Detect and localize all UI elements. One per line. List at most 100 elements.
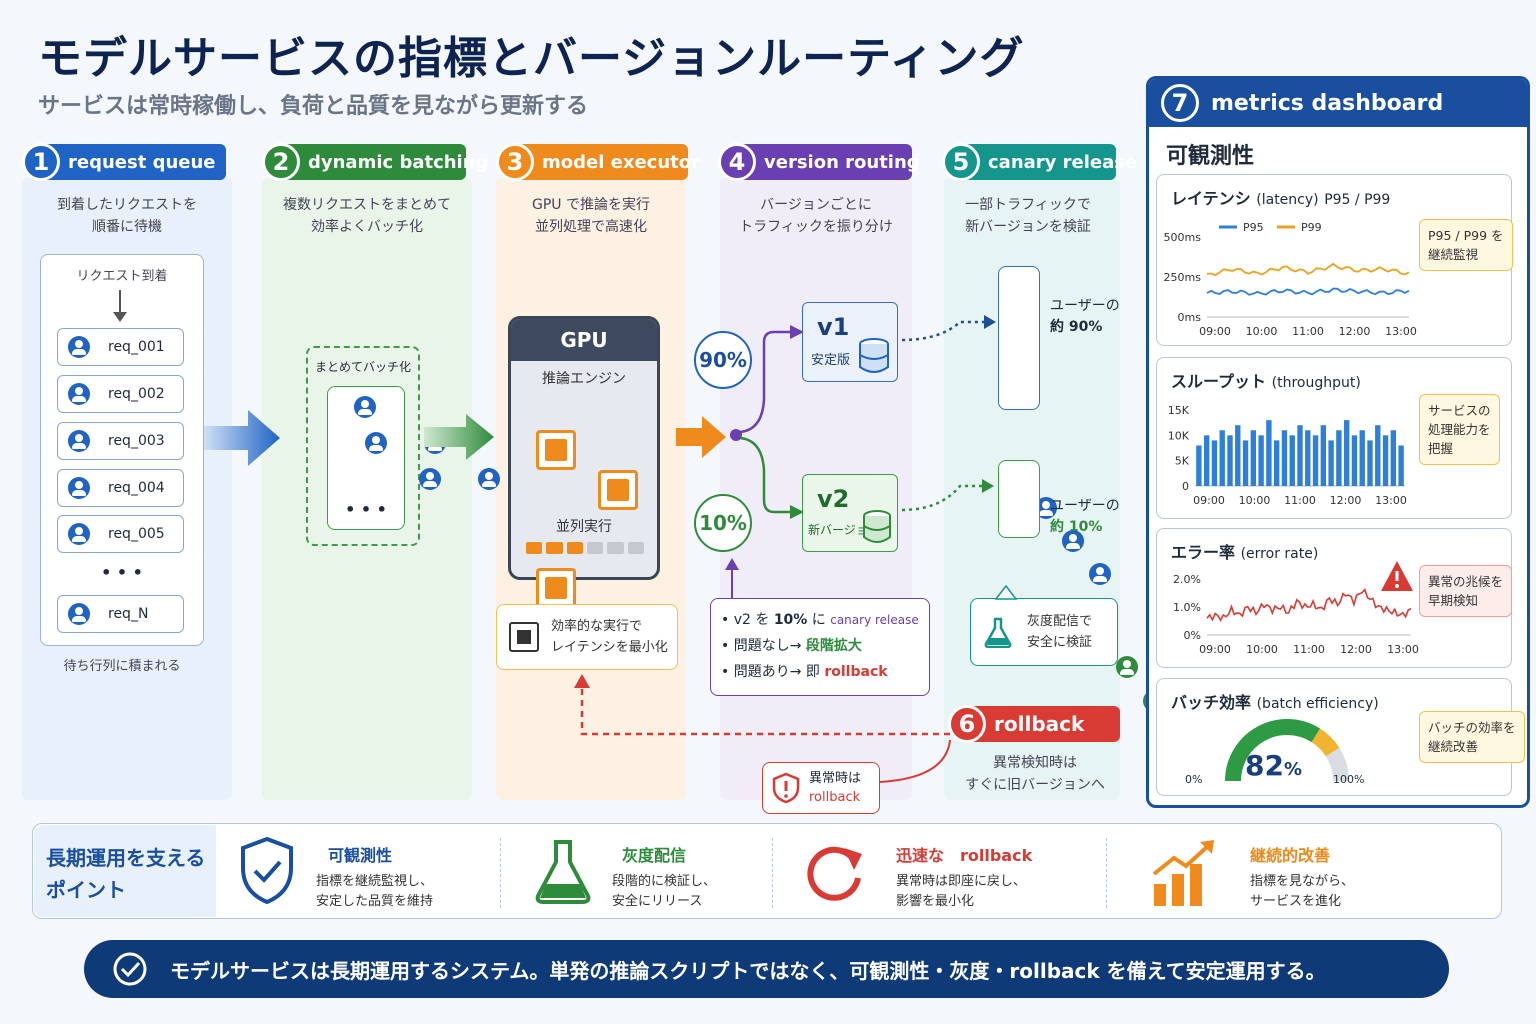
traffic-10-badge: 10% [694, 494, 752, 552]
batch-label: まとめてバッチ化 [314, 360, 411, 374]
y-tick-label: 10K [1168, 429, 1190, 442]
x-tick-label: 13:00 [1385, 325, 1417, 338]
rollback-connector [879, 739, 951, 783]
y-tick-label: 15K [1168, 404, 1190, 417]
arrival-label: リクエスト到着 [76, 269, 168, 284]
x-tick-label: 11:00 [1284, 494, 1316, 507]
queue-footer: 待ち行列に積まれる [63, 659, 181, 674]
bar [1336, 430, 1342, 486]
y-tick-label: 0ms [1178, 311, 1202, 324]
y-tick-label: 0% [1184, 629, 1201, 642]
routing-bullets: • v2 を 10% に canary release • 問題なし→ 段階拡大… [710, 598, 930, 696]
latency-note: P95 / P99 を継続監視 [1419, 219, 1513, 271]
bar [1382, 435, 1389, 486]
dashboard-header: 7 metrics dashboard [1149, 79, 1527, 127]
shield-alert-icon [772, 772, 800, 804]
x-tick-label: 10:00 [1246, 325, 1278, 338]
step-header-6: 6 rollback [948, 705, 1120, 743]
step-desc-4: バージョンごとにトラフィックを振り分け [739, 197, 893, 235]
queue-ellipsis: • • • [101, 563, 143, 582]
canary-note: 灰度配信で安全に検証 [970, 598, 1118, 666]
user-icon [1089, 563, 1112, 585]
bar [1289, 435, 1295, 486]
gpu-engine-label: 推論エンジン [542, 371, 626, 387]
bar [1398, 445, 1404, 486]
bar [1203, 435, 1210, 486]
batch-note: バッチの効率を継続改善 [1419, 711, 1525, 763]
gauge-max: 100% [1333, 773, 1365, 786]
point-observability: 可観測性指標を継続監視し、安定した品質を維持 [316, 846, 434, 909]
x-tick-label: 12:00 [1339, 325, 1371, 338]
y-tick-label: 2.0% [1173, 573, 1201, 586]
x-tick-label: 11:00 [1293, 643, 1325, 656]
bottom-title: 長期運用を支えるポイント [46, 846, 206, 902]
y-tick-label: 250ms [1164, 271, 1202, 284]
gauge-value: 82% [1245, 749, 1303, 782]
growth-chart-icon [1152, 840, 1214, 906]
batch-efficiency-panel: バッチ効率 (batch efficiency) 82% 0% 100% バッチ… [1156, 678, 1525, 796]
point-canary: 灰度配信段階的に検証し、安全にリリース [612, 846, 717, 909]
batch-gauge [1225, 719, 1349, 782]
queue-item: req_004 [57, 469, 184, 507]
gpu-title: GPU [511, 319, 657, 361]
divider [772, 838, 773, 908]
series-line-P95 [1206, 287, 1410, 296]
summary-banner: モデルサービスは長期運用するシステム。単発の推論スクリプトではなく、可観測性・灰… [84, 940, 1449, 998]
dotted-routes [901, 315, 996, 512]
bar [1305, 430, 1311, 486]
bar [1258, 435, 1264, 486]
bar [1281, 430, 1288, 486]
bar [1320, 425, 1327, 486]
series-line-error [1206, 588, 1412, 622]
legend-label: P95 [1243, 221, 1264, 234]
users-group-90 [998, 266, 1040, 410]
queue-item-last: req_N [57, 595, 184, 633]
user-icon [68, 430, 90, 452]
y-tick-label: 1.0% [1173, 601, 1201, 614]
bar [1297, 425, 1303, 486]
arrow-up-purple [725, 558, 739, 598]
x-tick-label: 12:00 [1330, 494, 1362, 507]
bar [1266, 420, 1272, 486]
bar [1390, 430, 1397, 486]
x-tick-label: 10:00 [1246, 643, 1278, 656]
gauge-arc-fill [1311, 728, 1340, 757]
x-tick-label: 13:00 [1387, 643, 1419, 656]
flask-icon [984, 617, 1012, 648]
error-note: 異常の兆候を早期検知 [1419, 565, 1513, 617]
users-90-label: ユーザーの約 90% [1050, 298, 1120, 335]
bar [1235, 425, 1241, 486]
cpu-icon [509, 622, 539, 652]
chip-icon [536, 430, 576, 470]
step-header-5: 5 canary release [942, 143, 1137, 181]
bar [1196, 445, 1202, 486]
user-icon [478, 468, 501, 490]
flow-arrow-blue [204, 410, 280, 466]
flow-arrow-orange [676, 416, 726, 458]
dashboard-section-title: 可観測性 [1166, 144, 1255, 169]
rollback-icon [807, 846, 862, 901]
y-tick-label: 500ms [1164, 231, 1202, 244]
step-desc-5: 一部トラフィックで新バージョンを検証 [965, 197, 1091, 235]
queue-item: req_001 [57, 328, 184, 366]
y-tick-label: 5K [1175, 455, 1190, 468]
user-icon [1035, 497, 1058, 519]
gauge-arc-rest [1325, 747, 1349, 782]
queue-item: req_003 [57, 422, 184, 460]
bar [1328, 440, 1334, 486]
users-group-10 [998, 460, 1040, 538]
routing-lines [730, 325, 804, 519]
x-tick-label: 12:00 [1340, 643, 1372, 656]
bar [1312, 435, 1319, 486]
y-tick-label: 0 [1182, 480, 1189, 493]
step-desc-1: 到着したリクエストを順番に待機 [57, 197, 197, 235]
page-subtitle: サービスは常時稼働し、負荷と品質を見ながら更新する [38, 94, 589, 119]
callout-tip [994, 584, 1018, 600]
x-tick-label: 09:00 [1193, 494, 1225, 507]
gpu-progress [526, 542, 644, 554]
bar [1211, 440, 1218, 486]
x-tick-label: 11:00 [1292, 325, 1324, 338]
